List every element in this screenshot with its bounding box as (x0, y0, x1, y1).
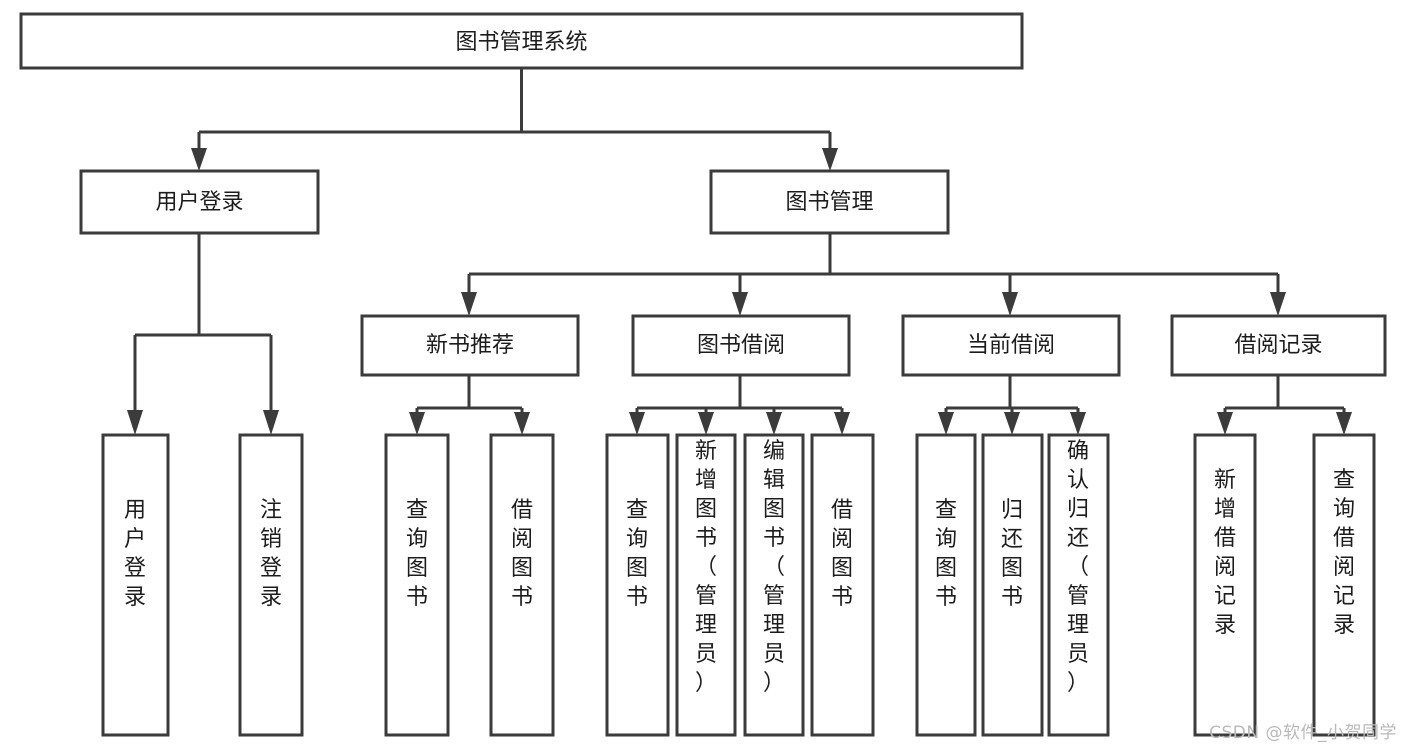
connector-group (127, 68, 1352, 435)
node-leaf-query-book-3[interactable]: 查询图书 (915, 433, 977, 737)
arrow-head-leaf-user-logout (263, 410, 279, 435)
node-book-borrow-label: 图书借阅 (697, 333, 785, 358)
node-leaf-edit-book-box[interactable] (743, 433, 805, 737)
node-leaf-query-book-1-box[interactable] (384, 433, 450, 737)
node-current-borrow-box[interactable] (901, 314, 1121, 377)
node-leaf-user-login[interactable]: 用户登录 (101, 433, 170, 737)
node-book-borrow[interactable]: 图书借阅 (631, 314, 851, 377)
node-leaf-query-book-1-label: 查询图书 (406, 498, 428, 610)
node-leaf-borrow-book-1-label: 借阅图书 (511, 498, 533, 610)
node-leaf-query-book-3-label: 查询图书 (935, 498, 957, 610)
node-leaf-user-logout[interactable]: 注销登录 (238, 433, 304, 737)
node-leaf-add-book-box[interactable] (675, 433, 737, 737)
node-leaf-add-book[interactable]: 新增图书（管理员） (675, 433, 737, 737)
node-book-management-box[interactable] (709, 169, 950, 235)
arrow-head-current-borrow (1002, 292, 1018, 316)
node-leaf-user-logout-label: 注销登录 (260, 498, 282, 610)
arrow-head-leaf-add-record (1217, 412, 1233, 435)
arrow-head-leaf-query-book-1 (409, 412, 425, 435)
node-leaf-query-book-3-box[interactable] (915, 433, 977, 737)
arrow-head-leaf-borrow-book-2 (834, 412, 850, 435)
node-current-borrow-label: 当前借阅 (967, 333, 1055, 358)
node-leaf-query-book-1[interactable]: 查询图书 (384, 433, 450, 737)
arrow-head-leaf-add-book (698, 412, 714, 435)
node-leaf-return-book-label: 归还图书 (1001, 498, 1023, 610)
node-leaf-add-record-box[interactable] (1193, 433, 1257, 737)
arrow-head-leaf-edit-book (766, 412, 782, 435)
arrow-head-leaf-query-book-2 (629, 412, 645, 435)
node-leaf-borrow-book-2-label: 借阅图书 (831, 498, 853, 610)
node-leaf-query-record-box[interactable] (1312, 433, 1376, 737)
csdn-watermark: CSDN @软件_小贺同学 (1209, 723, 1397, 743)
node-current-borrow[interactable]: 当前借阅 (901, 314, 1121, 377)
node-leaf-edit-book[interactable]: 编辑图书（管理员） (743, 433, 805, 737)
node-leaf-borrow-book-1-box[interactable] (489, 433, 555, 737)
node-new-book-recommend[interactable]: 新书推荐 (360, 314, 580, 377)
arrow-head-leaf-user-login (127, 410, 143, 435)
node-root-box[interactable] (19, 12, 1024, 70)
node-leaf-user-logout-box[interactable] (238, 433, 304, 737)
node-user-login-box[interactable] (79, 169, 320, 235)
arrow-head-leaf-borrow-book-1 (514, 412, 530, 435)
arrow-head-borrow-record (1270, 292, 1286, 316)
node-leaf-query-record[interactable]: 查询借阅记录 (1312, 433, 1376, 737)
node-leaf-confirm-return-box[interactable] (1047, 433, 1110, 737)
arrow-head-leaf-query-book-3 (938, 412, 954, 435)
node-borrow-record-label: 借阅记录 (1234, 333, 1322, 358)
node-leaf-return-book-box[interactable] (981, 433, 1044, 737)
node-new-book-recommend-label: 新书推荐 (426, 333, 514, 358)
node-leaf-user-login-label: 用户登录 (124, 498, 146, 610)
node-borrow-record[interactable]: 借阅记录 (1170, 314, 1387, 377)
node-leaf-return-book[interactable]: 归还图书 (981, 433, 1044, 737)
node-root[interactable]: 图书管理系统 (19, 12, 1024, 70)
node-root-label: 图书管理系统 (455, 30, 587, 55)
node-leaf-user-login-box[interactable] (101, 433, 170, 737)
node-leaf-borrow-book-2[interactable]: 借阅图书 (810, 433, 875, 737)
node-leaf-add-record[interactable]: 新增借阅记录 (1193, 433, 1257, 737)
node-new-book-recommend-box[interactable] (360, 314, 580, 377)
node-leaf-query-book-2[interactable]: 查询图书 (605, 433, 670, 737)
node-leaf-edit-book-label: 编辑图书（管理员） (763, 439, 785, 696)
arrow-head-book-management (822, 148, 838, 171)
node-borrow-record-box[interactable] (1170, 314, 1387, 377)
node-user-login-label: 用户登录 (155, 190, 243, 215)
node-leaf-query-record-label: 查询借阅记录 (1333, 468, 1355, 638)
node-leaf-query-book-2-box[interactable] (605, 433, 670, 737)
node-leaf-add-book-label: 新增图书（管理员） (695, 439, 717, 696)
node-leaf-add-record-label: 新增借阅记录 (1214, 468, 1236, 638)
arrow-head-leaf-query-record (1336, 412, 1352, 435)
arrow-head-leaf-confirm-return (1070, 412, 1086, 435)
arrow-head-book-borrow (732, 292, 748, 316)
node-book-management-label: 图书管理 (785, 190, 873, 215)
node-leaf-confirm-return[interactable]: 确认归还（管理员） (1047, 433, 1110, 737)
node-user-login[interactable]: 用户登录 (79, 169, 320, 235)
node-book-management[interactable]: 图书管理 (709, 169, 950, 235)
node-book-borrow-box[interactable] (631, 314, 851, 377)
arrow-head-user-login (191, 148, 207, 171)
arrow-head-leaf-return-book (1004, 412, 1020, 435)
node-leaf-borrow-book-2-box[interactable] (810, 433, 875, 737)
node-leaf-confirm-return-label: 确认归还（管理员） (1067, 439, 1089, 696)
node-leaf-query-book-2-label: 查询图书 (626, 498, 648, 610)
node-leaf-borrow-book-1[interactable]: 借阅图书 (489, 433, 555, 737)
arrow-head-new-book-recommend (461, 292, 477, 316)
